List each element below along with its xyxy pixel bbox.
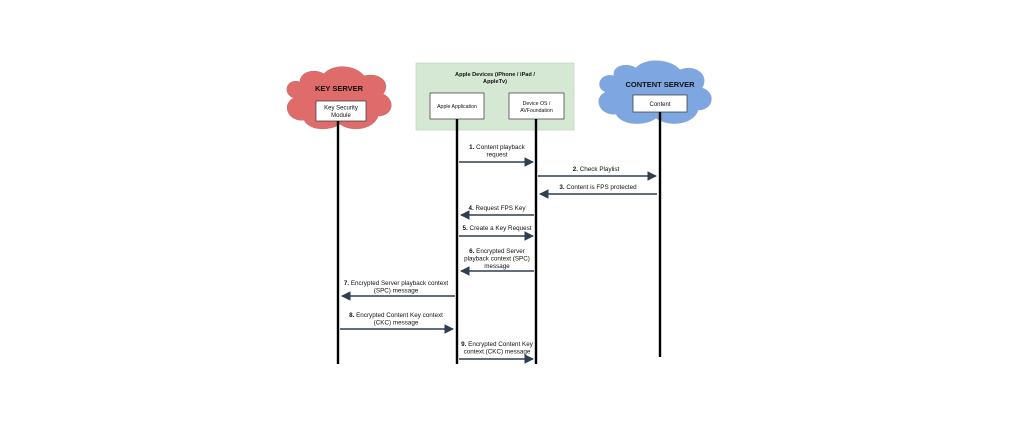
content-server-title: CONTENT SERVER (625, 80, 695, 89)
device-os-box: Device OS / AVFoundation (508, 92, 565, 120)
apple-devices-title-line-1: Apple Devices (iPhone / iPad / (455, 72, 535, 78)
message-6: 6. Encrypted Server playback context (SP… (460, 248, 534, 276)
message-1-line-2: request (486, 152, 507, 159)
device-os-line-1: Device OS / (523, 101, 551, 107)
message-9-line-2: context (CKC) message (464, 349, 531, 356)
message-7: 7. Encrypted Server playback context (SP… (341, 280, 455, 301)
apple-devices-title-line-2: AppleTv) (483, 79, 507, 85)
message-1-line-1: 1. Content playback (469, 144, 526, 151)
content-server-cloud: CONTENT SERVER (598, 60, 712, 124)
message-5: 5. Create a Key Request (459, 225, 534, 241)
message-9: 9. Encrypted Content Key context (CKC) m… (459, 341, 534, 364)
message-2: 2. Check Playlist (538, 166, 657, 181)
message-7-line-1: 7. Encrypted Server playback context (344, 280, 449, 287)
message-6-line-2: playback context (SPC) (464, 256, 530, 263)
message-7-line-2: (SPC) message (374, 288, 419, 295)
message-8-line-2: (CKC) message (374, 320, 419, 327)
content-label: Content (649, 102, 670, 108)
content-box: Content (632, 94, 688, 113)
key-security-module-box: Key Security Module (315, 100, 367, 122)
key-server-title: KEY SERVER (315, 84, 364, 93)
message-8-line-1: 8. Encrypted Content Key context (349, 312, 443, 319)
message-3: 3. Content is FPS protected (539, 184, 657, 199)
key-security-module-line-1: Key Security (324, 106, 358, 112)
apple-application-label: Apple Application (437, 104, 477, 110)
device-os-line-2: AVFoundation (520, 108, 553, 114)
message-8: 8. Encrypted Content Key context (CKC) m… (340, 312, 454, 334)
message-5-line-1: 5. Create a Key Request (463, 225, 532, 232)
apple-application-box: Apple Application (429, 92, 485, 120)
message-6-line-3: message (484, 263, 510, 270)
key-security-module-line-2: Module (331, 113, 351, 119)
message-6-line-1: 6. Encrypted Server (469, 248, 525, 255)
message-1: 1. Content playback request (459, 144, 534, 167)
message-4: 4. Request FPS Key (460, 205, 534, 220)
message-4-line-1: 4. Request FPS Key (468, 205, 526, 212)
message-3-line-1: 3. Content is FPS protected (559, 184, 637, 191)
message-9-line-1: 9. Encrypted Content Key (461, 341, 534, 348)
message-2-line-1: 2. Check Playlist (573, 166, 620, 173)
